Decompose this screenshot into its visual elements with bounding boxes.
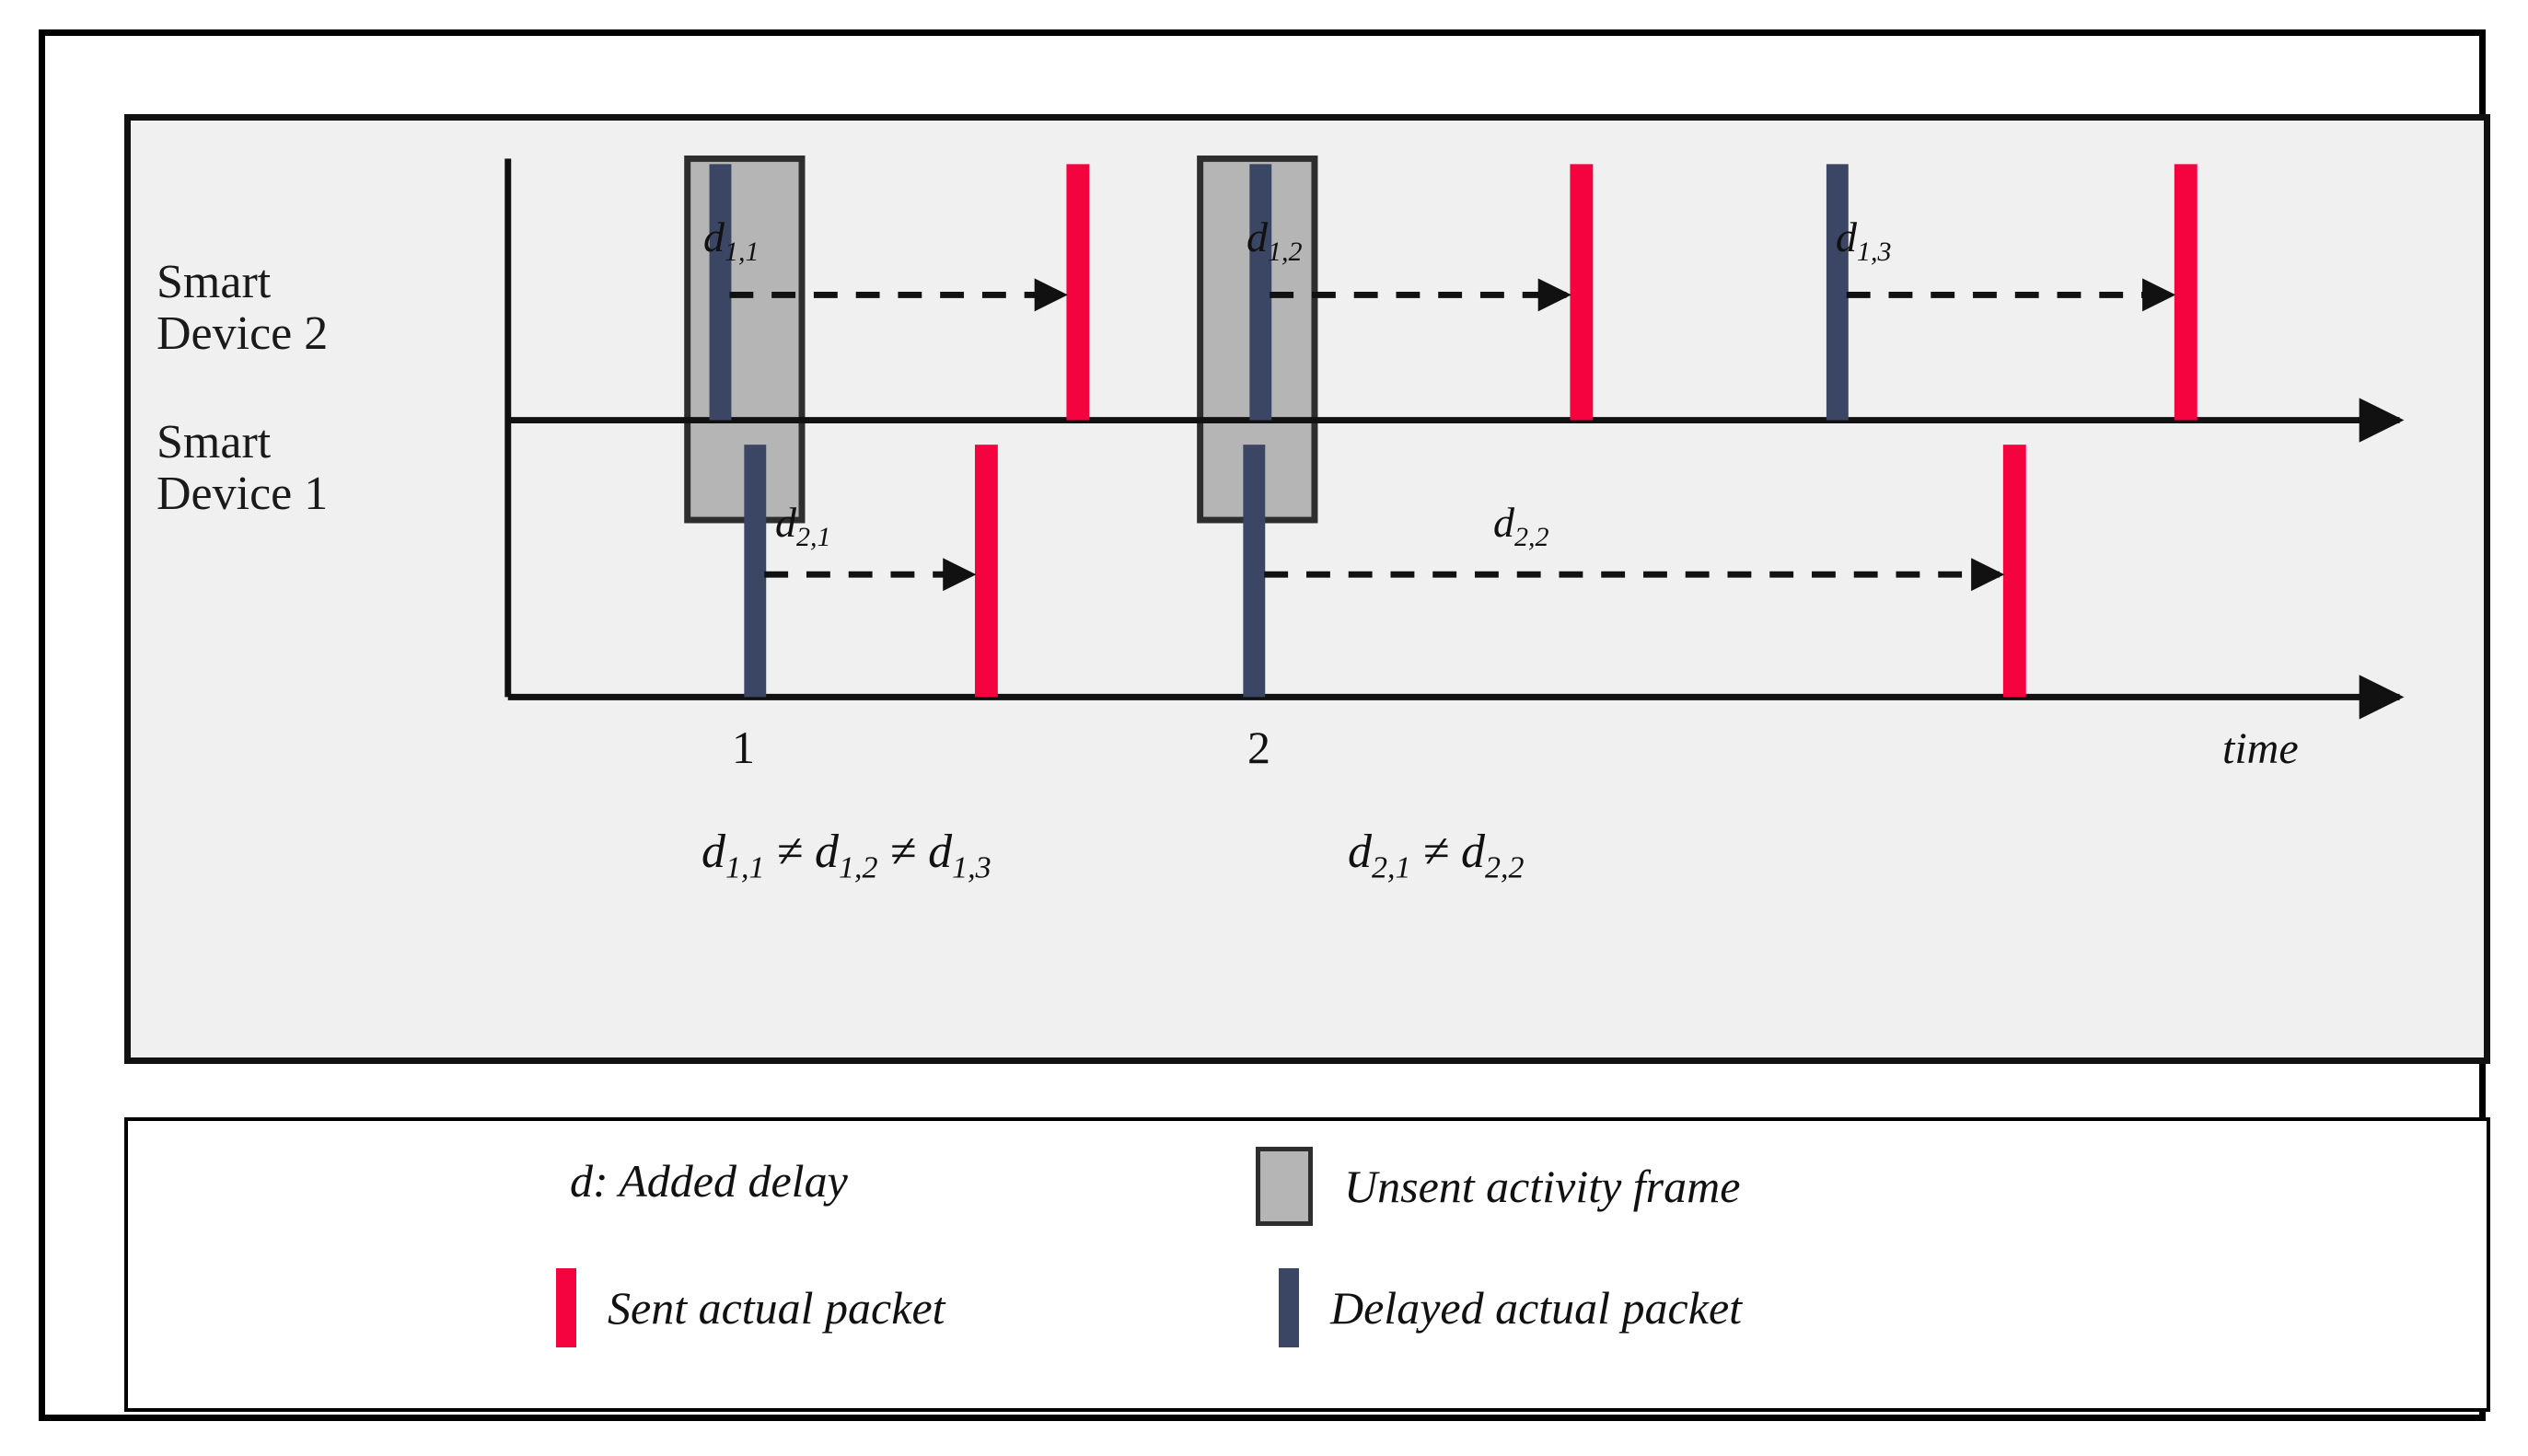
delay-label-d11: d1,1 — [703, 213, 760, 268]
delay-label-d11-sub: 1,1 — [725, 237, 760, 268]
formula-right-ne1: ≠ — [1410, 826, 1462, 878]
formula-left-s1: 1,1 — [725, 850, 765, 885]
outer-frame: Smart Device 2 Smart Device 1 — [39, 29, 2490, 1421]
sent-actual-packet — [974, 445, 998, 698]
formula-left-d2: d — [815, 826, 840, 878]
legend-label-unsent-frame: Unsent activity frame — [1344, 1161, 1741, 1212]
delay-label-d13: d1,3 — [1836, 213, 1892, 268]
legend-item-unsent-frame: Unsent activity frame — [1256, 1147, 1740, 1226]
legend-item-added-delay: d: Added delay — [570, 1154, 848, 1208]
delayed-actual-packet — [744, 445, 767, 698]
delay-label-d22-base: d — [1493, 499, 1514, 546]
formula-left-d1: d — [702, 826, 725, 878]
legend-item-delayed-packet: Delayed actual packet — [1279, 1268, 1742, 1347]
formula-left-s3: 1,3 — [952, 850, 991, 885]
legend-item-sent-packet: Sent actual packet — [556, 1268, 945, 1347]
sent-actual-packet — [1066, 164, 1090, 421]
device2-label: Smart Device 2 — [157, 256, 329, 361]
device1-label: Smart Device 1 — [157, 416, 329, 521]
legend-label-sent-packet: Sent actual packet — [608, 1282, 945, 1334]
delayed-packet-icon — [1279, 1268, 1299, 1347]
delay-label-d12-base: d — [1247, 214, 1268, 260]
delay-label-d12-sub: 1,2 — [1268, 237, 1303, 268]
formula-left-ne2: ≠ — [877, 826, 929, 878]
formula-right-d2: d — [1461, 826, 1486, 878]
formula-left-ne1: ≠ — [764, 826, 816, 878]
delayed-actual-packet — [709, 164, 732, 421]
delayed-actual-packet — [1243, 445, 1266, 698]
delayed-actual-packet — [1826, 164, 1849, 421]
legend-label-delayed-packet: Delayed actual packet — [1330, 1282, 1743, 1334]
frame-number-2: 2 — [1247, 722, 1270, 773]
unsent-frame-icon — [1256, 1147, 1313, 1226]
sent-actual-packet — [2174, 164, 2198, 421]
sent-packet-icon — [556, 1268, 576, 1347]
delay-label-d11-base: d — [703, 214, 725, 260]
sent-actual-packet — [2002, 445, 2026, 698]
delay-label-d22-sub: 2,2 — [1514, 522, 1549, 553]
time-axis-label: time — [2222, 724, 2299, 773]
formula-left-s2: 1,2 — [839, 850, 878, 885]
delayed-actual-packet — [1249, 164, 1272, 421]
legend-panel: d: Added delay Unsent activity frame Sen… — [124, 1117, 2490, 1412]
formula-device1-delays: d1,1 ≠ d1,2 ≠ d1,3 — [702, 825, 991, 885]
formula-right-d1: d — [1348, 826, 1372, 878]
delay-label-d21: d2,1 — [775, 498, 831, 553]
timeline-diagram-panel: Smart Device 2 Smart Device 1 — [124, 114, 2490, 1064]
delay-label-d12: d1,2 — [1247, 213, 1303, 268]
timeline-graphics — [504, 155, 2405, 720]
delay-label-d21-base: d — [775, 499, 796, 546]
delay-label-d22: d2,2 — [1493, 498, 1549, 553]
formula-device2-delays: d2,1 ≠ d2,2 — [1348, 825, 1525, 885]
formula-right-s1: 2,1 — [1372, 850, 1411, 885]
delay-label-d21-sub: 2,1 — [796, 522, 831, 553]
legend-label-added-delay: d: Added delay — [570, 1155, 848, 1207]
sent-actual-packet — [1570, 164, 1594, 421]
formula-right-s2: 2,2 — [1485, 850, 1525, 885]
delay-label-d13-base: d — [1836, 214, 1857, 260]
formula-left-d3: d — [928, 826, 953, 878]
frame-number-1: 1 — [732, 722, 755, 773]
delay-label-d13-sub: 1,3 — [1857, 237, 1892, 268]
